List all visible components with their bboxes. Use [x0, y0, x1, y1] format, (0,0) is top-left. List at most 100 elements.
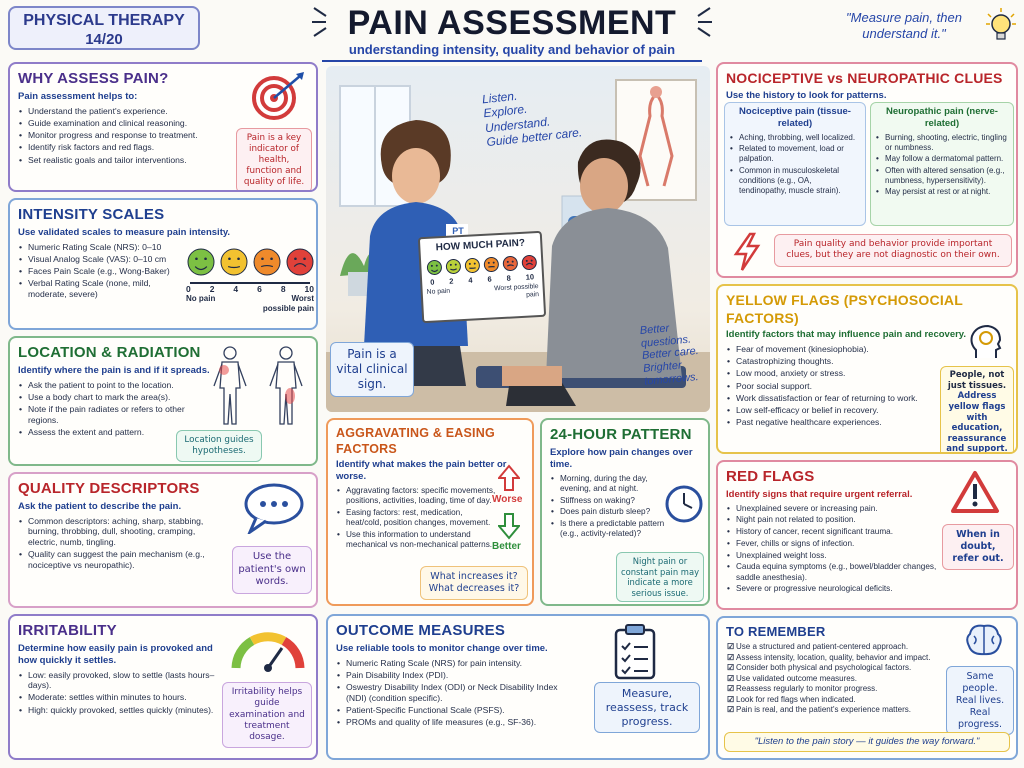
nocineuro-panel: NOCICEPTIVE vs NEUROPATHIC CLUES Use the…	[716, 62, 1018, 278]
why-list: Understand the patient's experience. Gui…	[18, 106, 223, 166]
nociceptive-list: Aching, throbbing, well localized. Relat…	[729, 133, 861, 196]
list-item: Reassess regularly to monitor progress.	[726, 684, 950, 694]
redflags-title: RED FLAGS	[726, 468, 815, 485]
neuropathic-box: Neuropathic pain (nerve-related) Burning…	[870, 102, 1014, 226]
list-item: Oswestry Disability Index (ODI) or Neck …	[336, 682, 576, 703]
quality-title: QUALITY DESCRIPTORS	[18, 480, 200, 497]
pain-face-icon	[220, 248, 248, 276]
pain-card-high-label: Worst possible pain	[493, 282, 540, 300]
list-item: Patient-Specific Functional Scale (PSFS)…	[336, 705, 576, 716]
nrs-ticks: 0 2 4 6 8 10	[186, 284, 314, 295]
intensity-subtitle: Use validated scales to measure pain int…	[18, 226, 231, 238]
aggravating-note: What increases it? What decreases it?	[420, 566, 528, 600]
list-item: Guide examination and clinical reasoning…	[18, 118, 223, 129]
list-item: Aggravating factors: specific movements,…	[336, 486, 496, 507]
target-icon	[252, 72, 304, 120]
clipboard-icon	[614, 624, 656, 680]
page-subtitle: understanding intensity, quality and beh…	[322, 42, 702, 63]
faces-scale-graphic	[187, 248, 314, 276]
location-subtitle: Identify where the pain is and if it spr…	[18, 364, 210, 376]
vital-sign-note: Pain is a vital clinical sign.	[330, 342, 414, 397]
list-item: Use this information to understand mecha…	[336, 530, 496, 551]
tick-label: 4	[233, 283, 239, 294]
list-item: Related to movement, load or palpation.	[729, 144, 861, 164]
series-badge: PHYSICAL THERAPY 14/20	[8, 6, 200, 50]
aggravating-subtitle: Identify what makes the pain better or w…	[336, 459, 507, 483]
tick-label: 8	[280, 283, 286, 294]
gauge-icon	[231, 632, 305, 672]
yellow-list: Fear of movement (kinesiophobia). Catast…	[726, 344, 938, 428]
irritability-subtitle: Determine how easily pain is provoked an…	[18, 642, 213, 666]
list-item: Numeric Rating Scale (NRS): 0–10	[18, 242, 184, 253]
location-panel: LOCATION & RADIATION Identify where the …	[8, 336, 318, 466]
head-brain-icon	[970, 324, 1002, 358]
list-item: Verbal Rating Scale (none, mild, moderat…	[18, 278, 184, 299]
pain-card-low-label: No pain	[426, 287, 451, 296]
list-item: Morning, during the day, evening, and at…	[550, 474, 666, 495]
list-item: Pain Disability Index (PDI).	[336, 670, 576, 681]
therapist-shirt-label: PT	[452, 226, 464, 236]
list-item: Look for red flags when indicated.	[726, 695, 950, 705]
pain-face-icon	[426, 259, 442, 275]
warning-icon	[951, 471, 999, 513]
tick-label: 2	[449, 276, 454, 286]
intensity-title: INTENSITY SCALES	[18, 206, 165, 223]
list-item: Past negative healthcare experiences.	[726, 417, 938, 428]
yellow-flags-panel: YELLOW FLAGS (PSYCHOSOCIAL FACTORS) Iden…	[716, 284, 1018, 454]
list-item: Low self-efficacy or belief in recovery.	[726, 405, 938, 416]
list-item: Aching, throbbing, well localized.	[729, 133, 861, 143]
list-item: Fear of movement (kinesiophobia).	[726, 344, 938, 355]
body-chart-icon	[213, 346, 303, 425]
aggravating-title: AGGRAVATING & EASING FACTORS	[336, 426, 495, 456]
pain-face-icon	[187, 248, 215, 276]
list-item: Catastrophizing thoughts.	[726, 356, 938, 367]
tick-label: 0	[186, 283, 191, 294]
pain-face-icon	[286, 248, 314, 276]
remember-footer: "Listen to the pain story — it guides th…	[724, 732, 1010, 752]
location-title: LOCATION & RADIATION	[18, 344, 201, 361]
arrow-up-icon	[498, 464, 520, 491]
list-item: Ask the patient to point to the location…	[18, 380, 198, 391]
list-item: May follow a dermatomal pattern.	[875, 154, 1009, 164]
scale-low-label: No pain	[186, 294, 216, 304]
irritability-list: Low: easily provoked, slow to settle (la…	[18, 670, 220, 716]
page-title: PAIN ASSESSMENT	[347, 4, 677, 42]
list-item: Is there a predictable pattern (e.g., ac…	[550, 519, 666, 540]
lightning-icon	[733, 232, 761, 271]
remember-panel: TO REMEMBER Use a structured and patient…	[716, 616, 1018, 760]
badge-title: PHYSICAL THERAPY	[23, 12, 185, 29]
yellow-note-body: Address yellow flags with education, rea…	[946, 391, 1008, 454]
list-item: Work dissatisfaction or fear of returnin…	[726, 393, 938, 404]
pain-face-icon	[253, 248, 281, 276]
yellow-title: YELLOW FLAGS (PSYCHOSOCIAL FACTORS)	[726, 292, 963, 326]
redflags-note: When in doubt, refer out.	[942, 524, 1014, 570]
list-item: Low: easily provoked, slow to settle (la…	[18, 670, 220, 691]
nocineuro-note: Pain quality and behavior provide import…	[774, 234, 1012, 267]
tick-label: 6	[257, 283, 262, 294]
nociceptive-box: Nociceptive pain (tissue-related) Aching…	[724, 102, 866, 226]
list-item: Use validated outcome measures.	[726, 674, 950, 684]
aggravating-panel: AGGRAVATING & EASING FACTORS Identify wh…	[326, 418, 534, 606]
irritability-panel: IRRITABILITY Determine how easily pain i…	[8, 614, 318, 760]
scale-high-label: Worst possible pain	[262, 294, 314, 314]
pattern24-title: 24-HOUR PATTERN	[550, 426, 692, 443]
clinic-scene	[326, 79, 710, 412]
list-item: Set realistic goals and tailor intervent…	[18, 155, 223, 166]
list-item: Pain is real, and the patient's experien…	[726, 705, 950, 715]
list-item: History of cancer, recent significant tr…	[726, 527, 950, 538]
list-item: Consider both physical and psychological…	[726, 663, 950, 673]
intensity-panel: INTENSITY SCALES Use validated scales to…	[8, 198, 318, 330]
clock-icon	[665, 485, 703, 523]
pain-card-faces	[426, 254, 537, 275]
pain-face-icon	[483, 256, 499, 272]
why-note: Pain is a key indicator of health, funct…	[236, 128, 312, 190]
pattern24-list: Morning, during the day, evening, and at…	[550, 474, 666, 540]
pain-face-icon	[502, 255, 518, 271]
list-item: Use a body chart to mark the area(s).	[18, 392, 198, 403]
neuropathic-list: Burning, shooting, electric, tingling or…	[875, 133, 1009, 198]
list-item: Faces Pain Scale (e.g., Wong-Baker)	[18, 266, 184, 277]
nrs-scale-line	[190, 282, 310, 284]
worse-label: Worse	[492, 494, 523, 505]
tick-label: 2	[209, 283, 215, 294]
list-item: Unexplained weight loss.	[726, 551, 950, 562]
